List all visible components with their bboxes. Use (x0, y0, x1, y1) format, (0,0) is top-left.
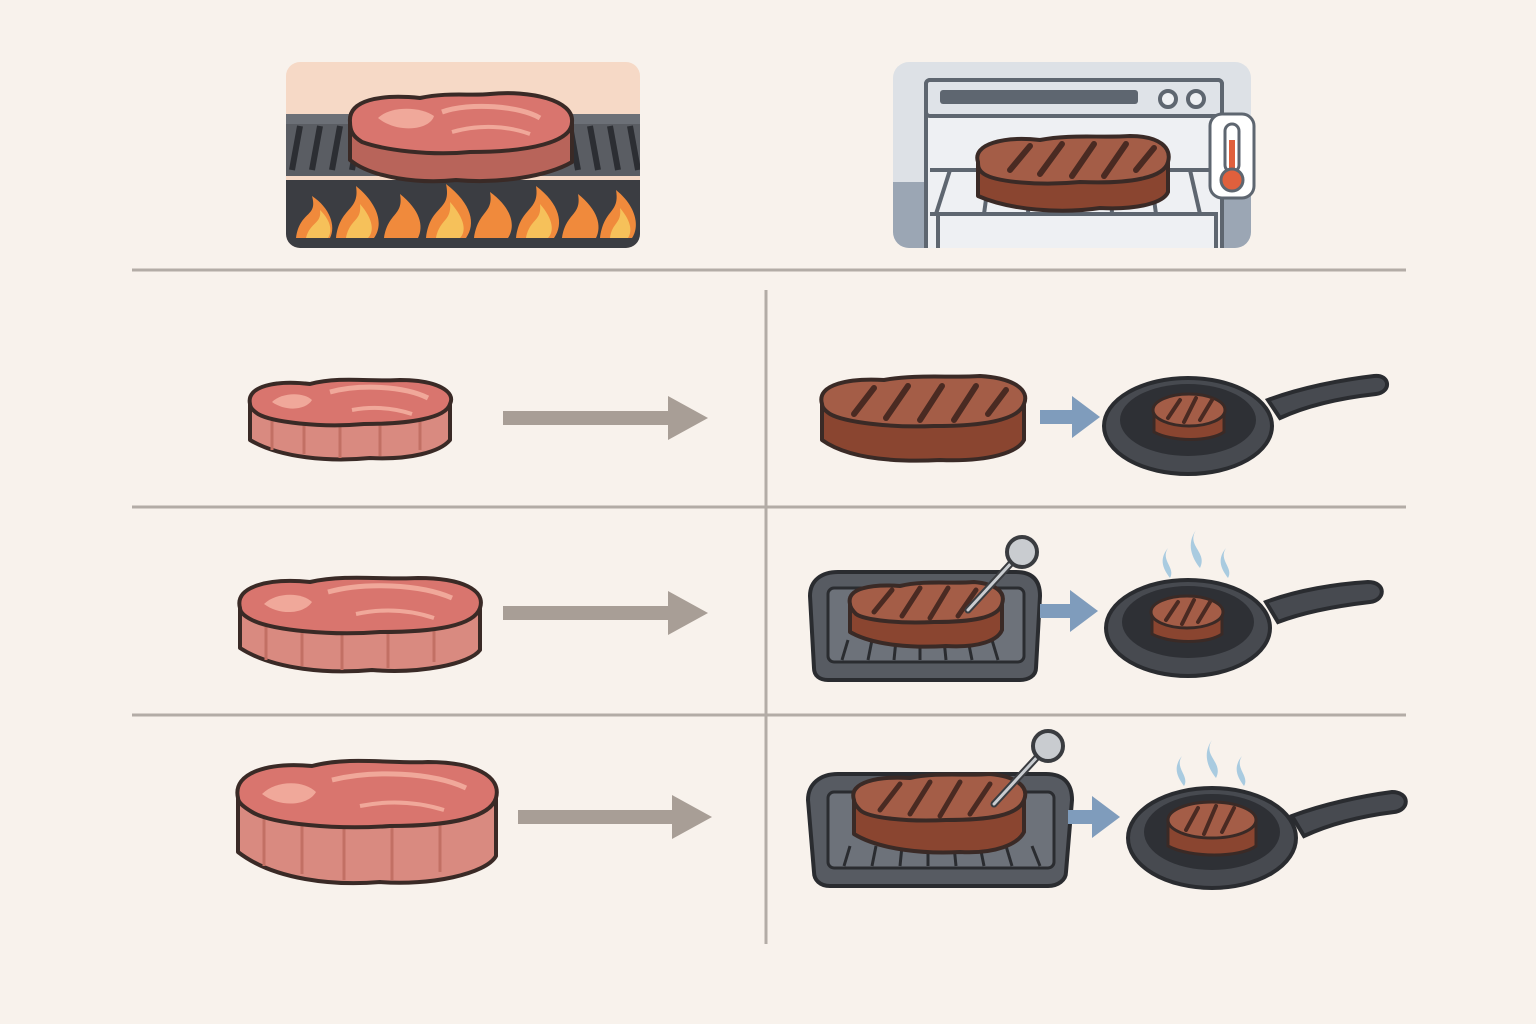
arrow-right-icon (503, 591, 708, 635)
meat-probe-icon (964, 535, 1039, 614)
raw-steak-icon (237, 575, 483, 674)
cast-iron-skillet-icon (1102, 373, 1389, 476)
seared-steak-icon (819, 374, 1028, 463)
arrow-right-icon (503, 396, 708, 440)
row-thin (247, 373, 1389, 476)
arrow-right-icon (1068, 796, 1120, 838)
flames (296, 184, 636, 238)
arrow-right-icon (1040, 396, 1100, 438)
steam-icon (1176, 740, 1246, 786)
seared-steak-icon (975, 134, 1171, 213)
cast-iron-skillet-icon (1104, 578, 1384, 678)
steam-icon (1162, 530, 1230, 578)
raw-steak-icon (235, 758, 499, 886)
seared-steak-icon (847, 580, 1005, 649)
arrow-right-icon (518, 795, 712, 839)
raw-steak-icon (347, 91, 574, 184)
arrow-right-icon (1040, 590, 1098, 632)
meat-probe-icon (990, 729, 1065, 808)
cast-iron-skillet-icon (1126, 786, 1408, 890)
raw-steak-icon (247, 377, 454, 462)
thermometer-icon (1208, 112, 1256, 200)
grid-dividers (132, 268, 1406, 944)
row-thick (235, 729, 1408, 890)
row-medium (237, 530, 1384, 682)
seared-steak-icon (851, 772, 1028, 855)
